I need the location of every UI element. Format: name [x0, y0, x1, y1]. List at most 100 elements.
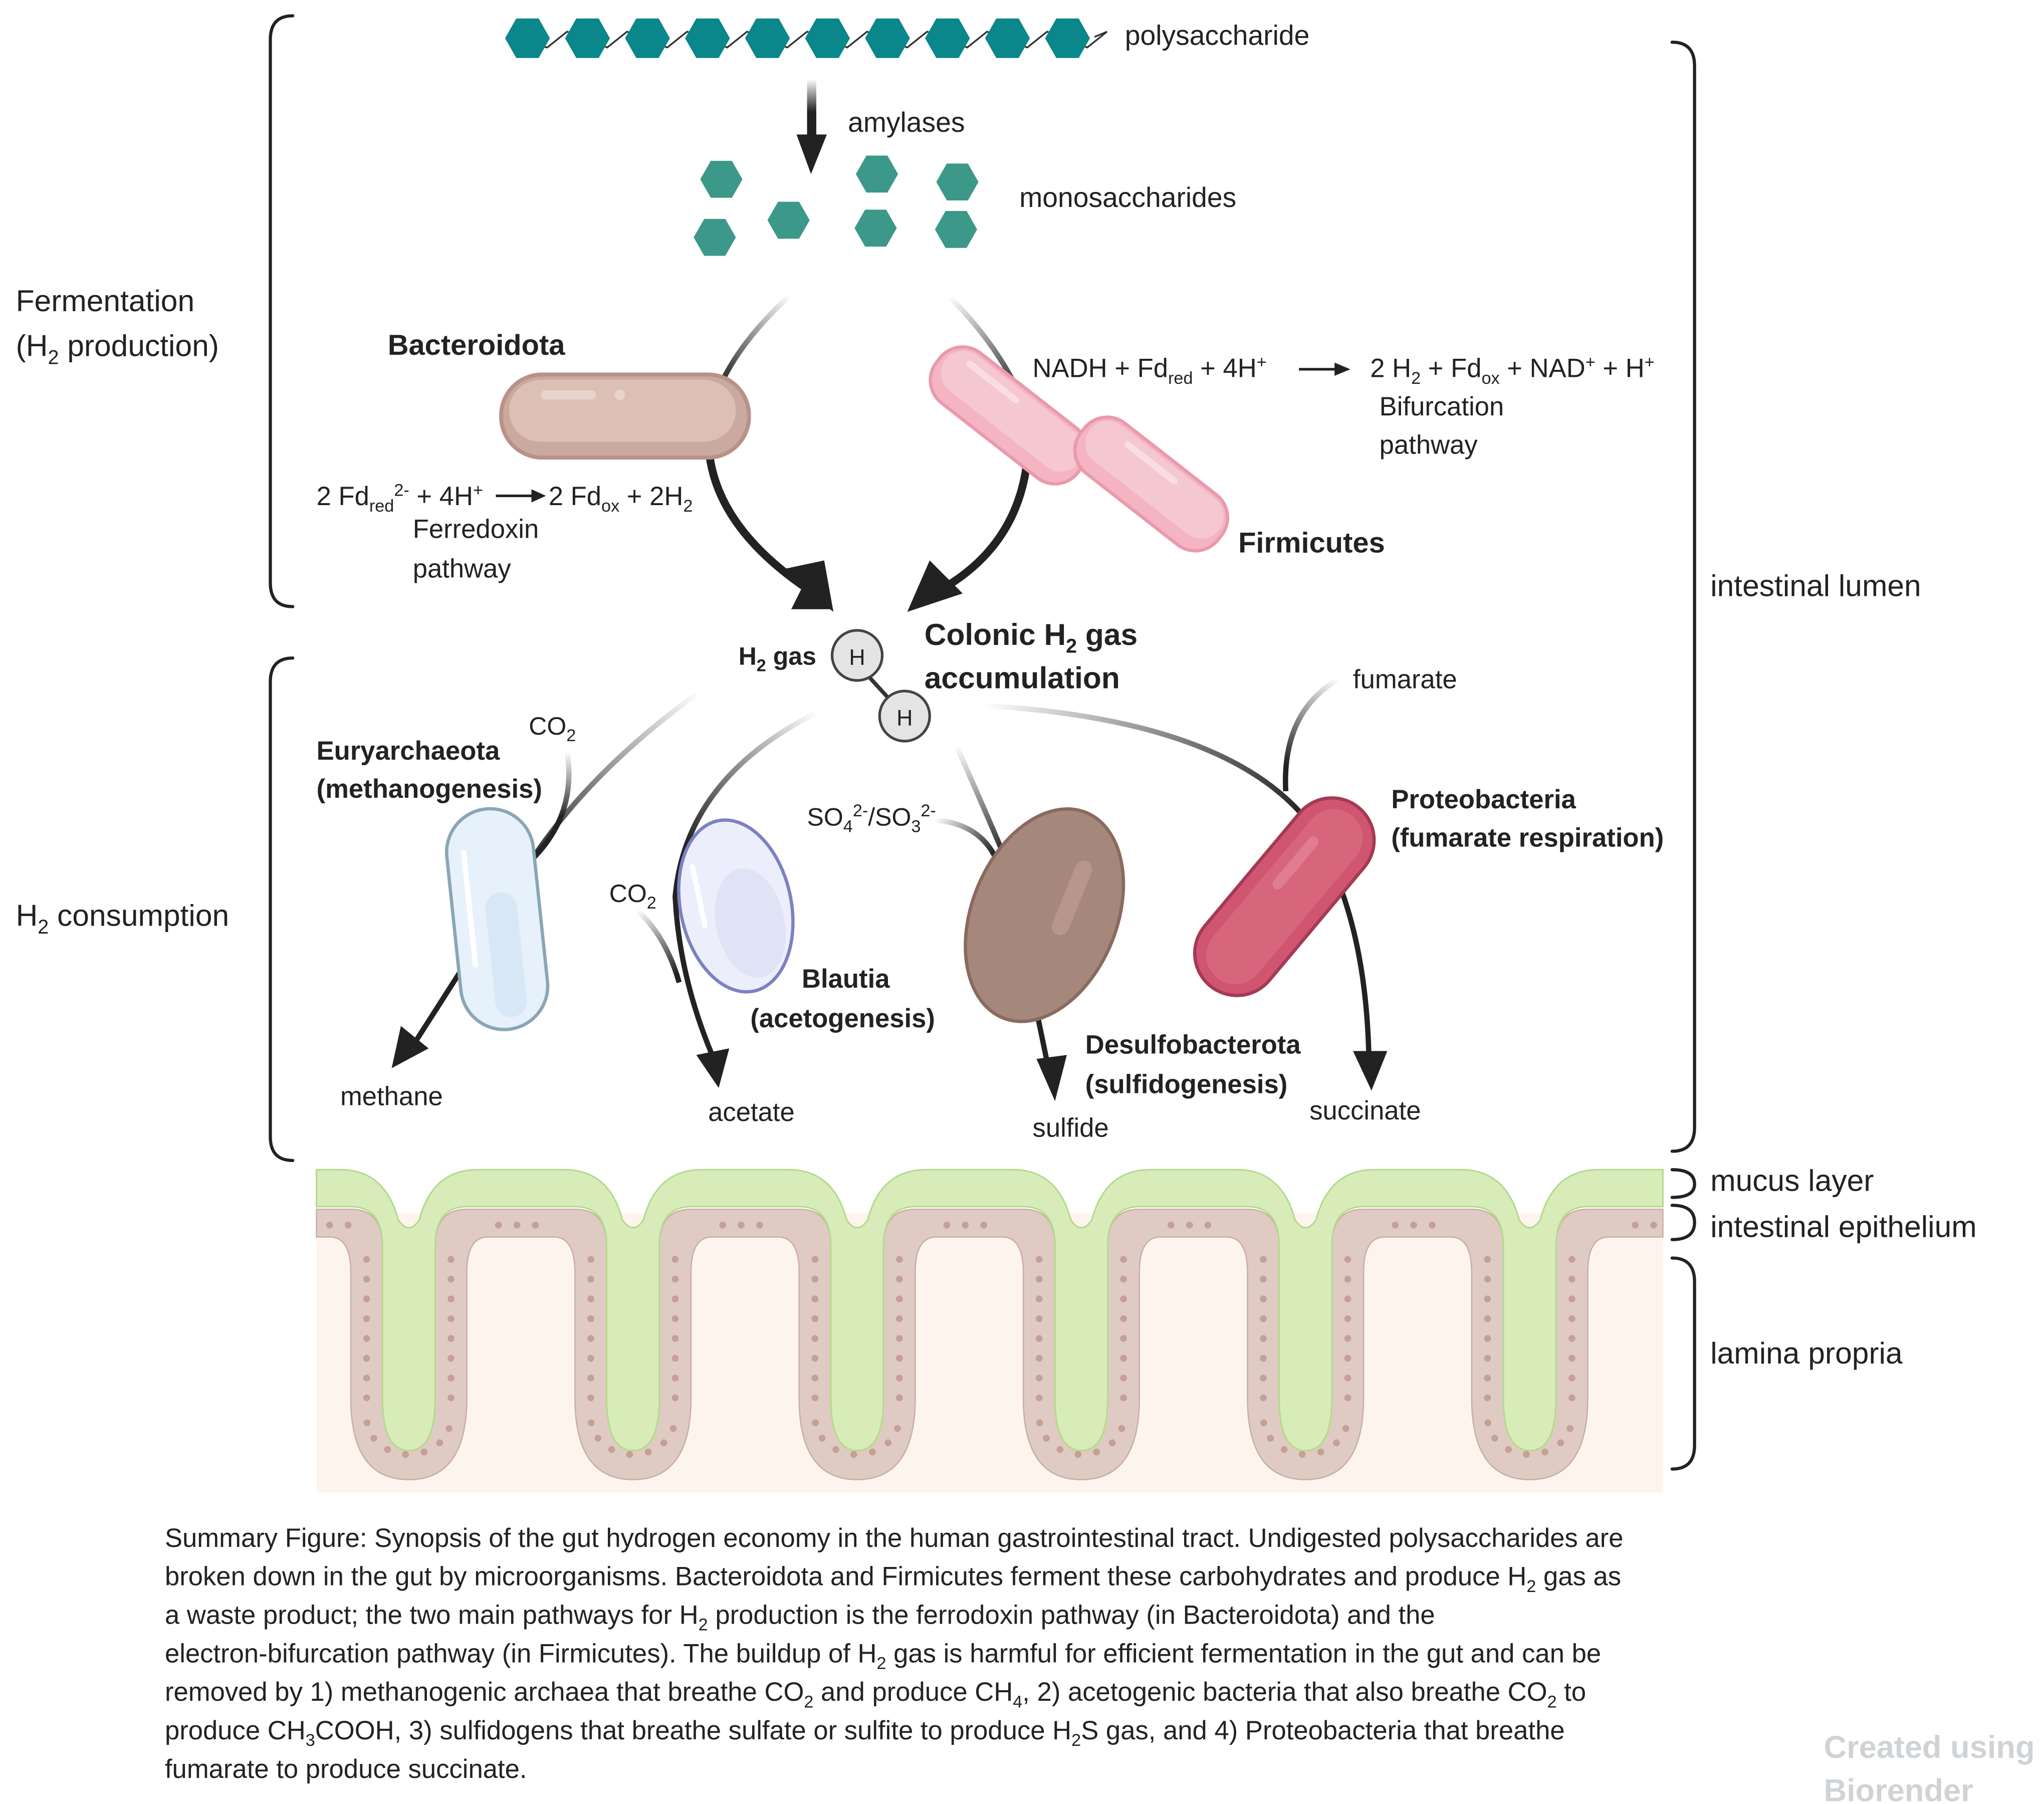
cell-nucleus — [1568, 1256, 1575, 1263]
cell-nucleus — [1333, 1439, 1340, 1447]
firmicutes-cell — [929, 345, 1230, 553]
cell-nucleus — [1120, 1275, 1127, 1283]
caption-line: broken down in the gut by microorganisms… — [165, 1562, 1621, 1596]
cell-nucleus — [869, 1448, 876, 1456]
cell-nucleus — [1541, 1448, 1549, 1456]
acetogenesis-label: (acetogenesis) — [750, 1004, 935, 1033]
ferredoxin-pathway-label-2: pathway — [413, 554, 512, 584]
cell-nucleus — [363, 1375, 370, 1382]
cell-nucleus — [1035, 1315, 1043, 1322]
monosaccharides-group — [694, 155, 979, 256]
cell-nucleus — [363, 1394, 370, 1402]
lamina-bracket — [1670, 1256, 1696, 1471]
cell-nucleus — [811, 1394, 819, 1402]
bifurcation-reaction-arrow — [1299, 362, 1350, 376]
cell-nucleus — [1344, 1295, 1351, 1302]
cell-nucleus — [1484, 1419, 1492, 1427]
cell-nucleus — [1650, 1221, 1657, 1229]
bacteroidota-uptake-line — [716, 295, 791, 390]
cell-nucleus — [447, 1275, 455, 1283]
monosaccharide-hexagon-icon — [694, 218, 736, 256]
lumen-bracket — [1670, 41, 1696, 1153]
ferredoxin-pathway-label: Ferredoxin — [413, 515, 539, 544]
firmicutes-label: Firmicutes — [1238, 527, 1385, 559]
cell-nucleus — [1344, 1275, 1351, 1283]
cell-nucleus — [811, 1315, 819, 1322]
cell-nucleus — [1484, 1315, 1491, 1322]
polysaccharide-chain — [505, 18, 1108, 58]
cell-nucleus — [587, 1355, 594, 1362]
methanogenesis-label: (methanogenesis) — [317, 774, 542, 804]
cell-nucleus — [1043, 1435, 1050, 1442]
cell-nucleus — [1317, 1448, 1324, 1456]
cell-nucleus — [1168, 1221, 1175, 1229]
sugar-hexagon-icon — [745, 18, 790, 58]
cell-nucleus — [719, 1221, 726, 1229]
caption-line: removed by 1) methanogenic archaea that … — [165, 1677, 1586, 1711]
cell-nucleus — [608, 1446, 615, 1453]
cell-nucleus — [811, 1275, 819, 1283]
cell-nucleus — [1344, 1355, 1351, 1362]
bacteroidota-cell — [499, 372, 751, 460]
lamina-propria-label: lamina propria — [1710, 1336, 1903, 1370]
cell-nucleus — [811, 1256, 819, 1263]
acetogenesis-arrow — [672, 710, 819, 1056]
cell-nucleus — [495, 1221, 502, 1229]
cell-nucleus — [811, 1295, 819, 1302]
cell-nucleus — [1484, 1394, 1491, 1402]
cell-nucleus — [626, 1451, 633, 1458]
cell-nucleus — [895, 1375, 903, 1382]
cell-nucleus — [1260, 1315, 1267, 1322]
cell-nucleus — [1392, 1221, 1399, 1229]
cell-nucleus — [811, 1375, 819, 1382]
cell-nucleus — [447, 1375, 455, 1382]
monosaccharides-label: monosaccharides — [1019, 182, 1236, 213]
fermentation-label: Fermentation — [16, 284, 195, 318]
arrowhead-icon — [391, 1026, 429, 1068]
co2-methanogen-line — [526, 751, 572, 866]
cell-nucleus — [384, 1446, 391, 1453]
cell-nucleus — [363, 1295, 370, 1302]
cell-nucleus — [445, 1425, 453, 1432]
cell-nucleus — [1056, 1446, 1064, 1453]
arrowhead-icon — [1353, 1051, 1388, 1091]
cell-nucleus — [1035, 1256, 1043, 1263]
cell-nucleus — [447, 1315, 455, 1322]
mucus-layer — [316, 1169, 1664, 1452]
cell-nucleus — [1260, 1375, 1267, 1382]
sugar-hexagon-icon — [565, 18, 610, 58]
cell-nucleus — [1035, 1295, 1043, 1302]
cell-nucleus — [895, 1355, 903, 1362]
cell-nucleus — [1108, 1439, 1116, 1447]
colonic-h2-accumulation-label: Colonic H2 gas — [925, 617, 1138, 657]
cell-nucleus — [1298, 1451, 1306, 1458]
cell-nucleus — [1120, 1335, 1127, 1342]
ferredoxin-equation: 2 Fdred2- + 4H+ — [317, 481, 483, 516]
cell-nucleus — [1186, 1221, 1193, 1229]
amylases-label: amylases — [848, 107, 965, 138]
cell-nucleus — [587, 1335, 594, 1342]
sugar-hexagon-icon — [505, 18, 550, 58]
cell-nucleus — [1260, 1394, 1267, 1402]
cell-nucleus — [1523, 1451, 1530, 1458]
cell-nucleus — [894, 1425, 901, 1432]
monosaccharide-hexagon-icon — [936, 163, 979, 200]
cell-nucleus — [980, 1221, 988, 1229]
fermentation-bracket — [269, 14, 295, 608]
arrowhead-icon — [696, 1048, 730, 1088]
fumarate-input-line — [1283, 676, 1340, 792]
bacteroidota-h2-arrow — [705, 454, 807, 590]
sulfate-sulfite-label: SO42-/SO32- — [807, 801, 936, 836]
cell-nucleus — [1118, 1425, 1125, 1432]
arrowhead-icon — [907, 560, 963, 612]
sugar-hexagon-icon — [685, 18, 730, 58]
figure-caption: Summary Figure: Synopsis of the gut hydr… — [165, 1523, 1624, 1784]
euryarchaeota-cell — [444, 807, 550, 1031]
caption-line: fumarate to produce succinate. — [165, 1754, 527, 1784]
intestinal-tissue — [316, 1169, 1664, 1493]
cell-nucleus — [420, 1448, 428, 1456]
cell-nucleus — [671, 1295, 679, 1302]
cell-nucleus — [1035, 1355, 1043, 1362]
cell-nucleus — [1491, 1435, 1498, 1442]
cell-nucleus — [1120, 1394, 1127, 1402]
